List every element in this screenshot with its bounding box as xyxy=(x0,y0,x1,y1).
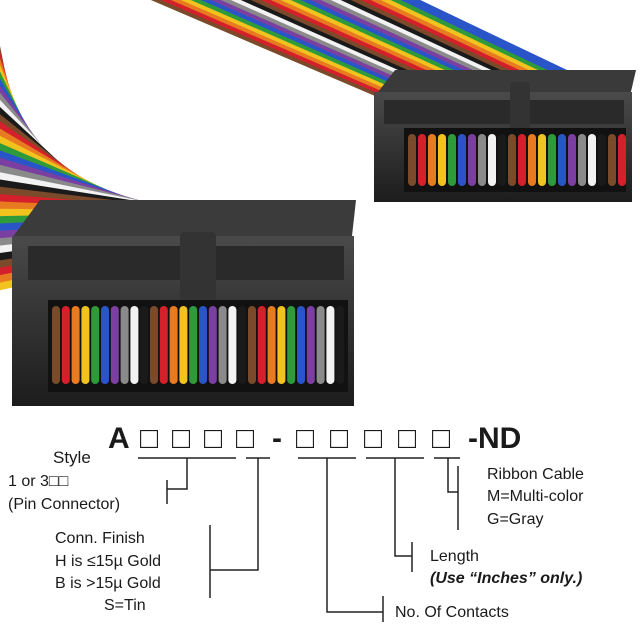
leader-lines xyxy=(166,458,459,622)
ribbon-pin xyxy=(208,306,217,384)
ribbon-pin xyxy=(558,134,566,186)
ribbon-pin xyxy=(120,306,129,384)
ribbon-pin xyxy=(438,134,446,186)
ribbon-pin xyxy=(179,306,188,384)
ribbon-pin xyxy=(498,134,506,186)
ribbon-pin xyxy=(81,306,90,384)
part-box-6: □ xyxy=(330,422,349,455)
ribbon-pin xyxy=(568,134,576,186)
ribbon-pin xyxy=(448,134,456,186)
pins-front xyxy=(52,306,345,384)
ribbon-pin xyxy=(326,306,335,384)
ribbon-pin xyxy=(618,134,626,186)
length-note: (Use “Inches” only.) xyxy=(430,570,582,587)
part-box-1: □ xyxy=(140,422,159,455)
ribbon-pin xyxy=(528,134,536,186)
ribbon-pin xyxy=(336,306,345,384)
ribbon-pin xyxy=(277,306,286,384)
ribbon-pin xyxy=(428,134,436,186)
length-label: Length xyxy=(430,548,479,565)
ribbon-pin xyxy=(578,134,586,186)
part-box-9: □ xyxy=(432,422,451,455)
part-box-3: □ xyxy=(204,422,223,455)
ribbon-pin xyxy=(287,306,296,384)
ribbon-pin xyxy=(169,306,178,384)
ribbon-pin xyxy=(297,306,305,384)
ribbon-pin xyxy=(101,306,109,384)
ribbon-pin xyxy=(238,306,247,384)
ribbon-pin xyxy=(478,134,486,186)
style-option-line1: 1 or 3□□ xyxy=(8,473,69,490)
ribbon-pin xyxy=(110,306,119,384)
ribbon-pin xyxy=(306,306,315,384)
ribbon-pin xyxy=(598,134,606,186)
ribbon-pin xyxy=(468,134,476,186)
part-dash: - xyxy=(272,422,282,455)
ribbon-option-g: G=Gray xyxy=(487,511,543,528)
part-box-5: □ xyxy=(296,422,315,455)
ribbon-pin xyxy=(130,306,139,384)
ribbon-pin xyxy=(588,134,596,186)
part-box-8: □ xyxy=(398,422,417,455)
ribbon-pin xyxy=(159,306,168,384)
finish-label: Conn. Finish xyxy=(55,530,145,547)
style-label: Style xyxy=(53,448,91,467)
ribbon-pin xyxy=(248,306,256,384)
part-suffix: -ND xyxy=(468,422,521,455)
ribbon-pin xyxy=(548,134,556,186)
ribbon-pin xyxy=(257,306,266,384)
ribbon-pin xyxy=(267,306,276,384)
finish-option-s: S=Tin xyxy=(104,597,146,614)
ribbon-pin xyxy=(408,134,416,186)
contacts-label: No. Of Contacts xyxy=(395,604,509,621)
ribbon-pin xyxy=(608,134,616,186)
part-box-2: □ xyxy=(172,422,191,455)
finish-option-b: B is >15µ Gold xyxy=(55,575,161,592)
ribbon-pin xyxy=(71,306,80,384)
ribbon-pin xyxy=(91,306,100,384)
ribbon-pin xyxy=(199,306,207,384)
ribbon-pin xyxy=(418,134,426,186)
ribbon-cable-photo xyxy=(0,0,636,406)
pins-back xyxy=(408,134,626,186)
ribbon-pin xyxy=(488,134,496,186)
ribbon-option-m: M=Multi-color xyxy=(487,488,584,505)
ribbon-pin xyxy=(458,134,466,186)
connector-front xyxy=(12,200,356,406)
ribbon-pin xyxy=(508,134,516,186)
ribbon-pin xyxy=(518,134,526,186)
ribbon-pin xyxy=(189,306,198,384)
ribbon-pin xyxy=(228,306,237,384)
part-box-7: □ xyxy=(364,422,383,455)
ribbon-pin xyxy=(140,306,149,384)
ribbon-pin xyxy=(150,306,158,384)
ribbon-pin xyxy=(316,306,325,384)
ribbon-label: Ribbon Cable xyxy=(487,466,584,483)
ribbon-pin xyxy=(218,306,227,384)
finish-option-h: H is ≤15µ Gold xyxy=(55,553,161,570)
ribbon-pin xyxy=(52,306,60,384)
ribbon-pin xyxy=(61,306,70,384)
ribbon-pin xyxy=(538,134,546,186)
style-option-line2: (Pin Connector) xyxy=(8,496,120,513)
connector-back xyxy=(374,70,636,202)
part-prefix: A xyxy=(108,422,130,455)
part-box-4: □ xyxy=(236,422,255,455)
